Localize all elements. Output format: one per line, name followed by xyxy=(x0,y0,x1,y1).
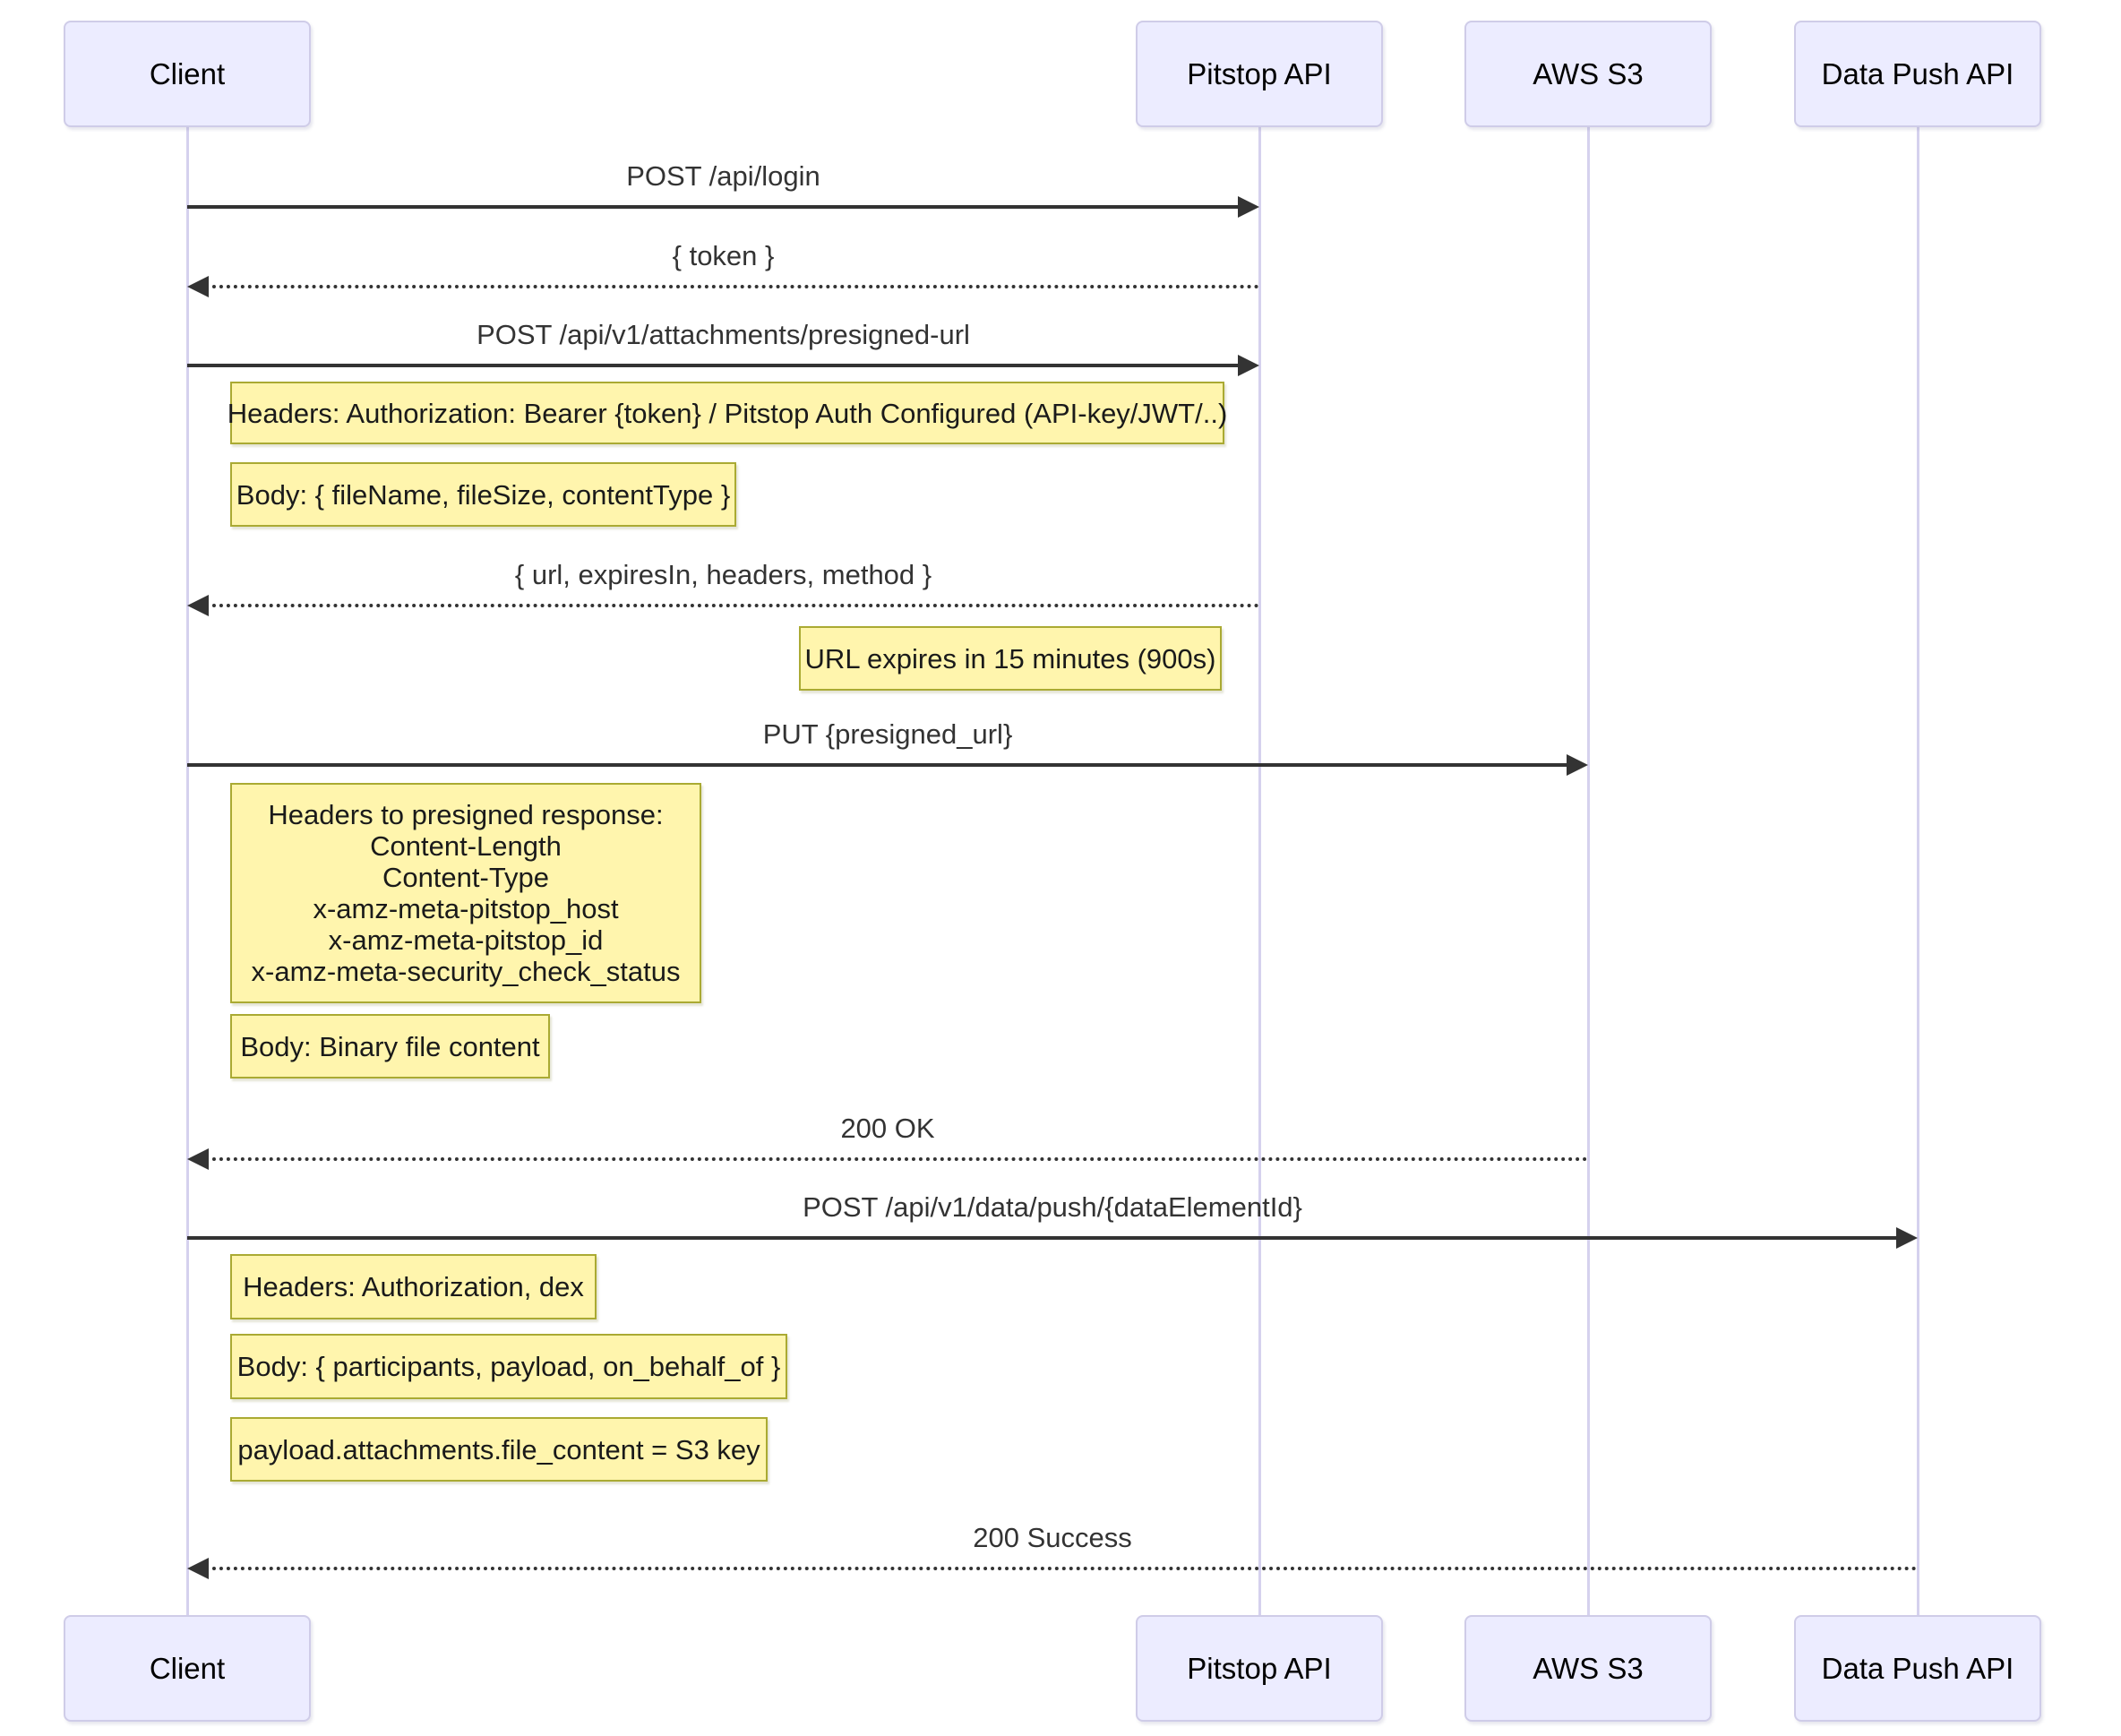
message-label: { url, expiresIn, headers, method } xyxy=(514,559,932,590)
note-line: Content-Length xyxy=(370,830,562,862)
message-line xyxy=(205,1157,1588,1161)
message-line xyxy=(205,285,1259,288)
note-line: Body: Binary file content xyxy=(240,1030,540,1062)
message-line xyxy=(187,763,1570,767)
message-label: POST /api/v1/data/push/{dataElementId} xyxy=(803,1191,1302,1223)
message-line xyxy=(187,364,1241,367)
note-line: Body: { fileName, fileSize, contentType … xyxy=(236,478,731,511)
participant-box-client-bottom: Client xyxy=(64,1615,311,1722)
note-line: Body: { participants, payload, on_behalf… xyxy=(236,1351,781,1382)
note-line: Headers: Authorization: Bearer {token} /… xyxy=(227,397,1228,429)
note: Headers to presigned response:Content-Le… xyxy=(230,783,701,1003)
message-label: 200 Success xyxy=(973,1522,1132,1553)
note: URL expires in 15 minutes (900s) xyxy=(799,626,1222,691)
note-line: Headers: Authorization, dex xyxy=(243,1271,584,1302)
message-label: PUT {presigned_url} xyxy=(762,718,1013,750)
message-line xyxy=(205,1567,1918,1570)
message-arrowhead xyxy=(1238,355,1259,376)
note: Body: { fileName, fileSize, contentType … xyxy=(230,462,736,527)
note: payload.attachments.file_content = S3 ke… xyxy=(230,1417,768,1482)
note-line: x-amz-meta-security_check_status xyxy=(251,956,681,987)
message-line xyxy=(187,205,1241,209)
participant-label: Data Push API xyxy=(1821,56,2014,90)
message-label: POST /api/v1/attachments/presigned-url xyxy=(477,319,970,350)
note: Body: { participants, payload, on_behalf… xyxy=(230,1334,787,1399)
participant-label: Pitstop API xyxy=(1187,56,1332,90)
participant-box-s3-bottom: AWS S3 xyxy=(1464,1615,1712,1722)
participant-box-push-top: Data Push API xyxy=(1794,21,2041,127)
message-arrowhead xyxy=(187,276,209,297)
message-arrowhead xyxy=(1896,1227,1918,1249)
message-label: 200 OK xyxy=(840,1113,935,1144)
message-arrowhead xyxy=(1567,754,1588,776)
lifeline-push xyxy=(1917,125,1919,1617)
participant-label: Client xyxy=(149,1651,226,1685)
participant-label: AWS S3 xyxy=(1533,56,1644,90)
message-arrowhead xyxy=(1238,196,1259,218)
note-line: Headers to presigned response: xyxy=(268,799,664,830)
note-line: payload.attachments.file_content = S3 ke… xyxy=(237,1433,760,1465)
note-line: x-amz-meta-pitstop_id xyxy=(328,924,604,956)
message-label: POST /api/login xyxy=(626,160,820,192)
participant-label: Client xyxy=(149,56,226,90)
note-line: Content-Type xyxy=(382,862,550,893)
participant-box-pitstop-bottom: Pitstop API xyxy=(1136,1615,1383,1722)
lifeline-client xyxy=(186,125,189,1617)
participant-box-pitstop-top: Pitstop API xyxy=(1136,21,1383,127)
note: Headers: Authorization, dex xyxy=(230,1254,597,1319)
note-line: URL expires in 15 minutes (900s) xyxy=(804,642,1216,675)
participant-label: Data Push API xyxy=(1821,1651,2014,1685)
message-arrowhead xyxy=(187,595,209,616)
participant-box-push-bottom: Data Push API xyxy=(1794,1615,2041,1722)
lifeline-s3 xyxy=(1587,125,1590,1617)
message-line xyxy=(187,1236,1900,1240)
participant-box-client-top: Client xyxy=(64,21,311,127)
participant-label: AWS S3 xyxy=(1533,1651,1644,1685)
participant-box-s3-top: AWS S3 xyxy=(1464,21,1712,127)
message-line xyxy=(205,604,1259,607)
message-label: { token } xyxy=(672,240,775,271)
message-arrowhead xyxy=(187,1558,209,1579)
note-line: x-amz-meta-pitstop_host xyxy=(313,893,619,924)
message-arrowhead xyxy=(187,1148,209,1170)
note: Headers: Authorization: Bearer {token} /… xyxy=(228,382,1227,444)
participant-label: Pitstop API xyxy=(1187,1651,1332,1685)
lifeline-pitstop xyxy=(1258,125,1261,1617)
note: Body: Binary file content xyxy=(230,1014,550,1079)
